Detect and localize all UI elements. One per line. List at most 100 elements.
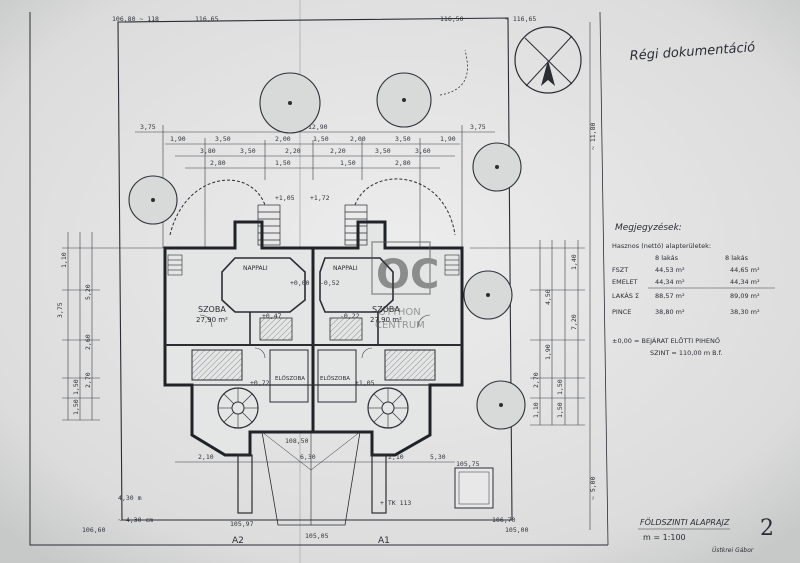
dim-label: 2,60: [84, 334, 92, 350]
notes-row-value: 44,53 m²: [655, 266, 685, 274]
watermark-line1: OTTHON: [378, 307, 421, 318]
dim-label: 3,75: [140, 123, 156, 131]
drawing-scale: m = 1:100: [643, 533, 686, 542]
dim-label: 1,50: [72, 399, 80, 415]
room-label-left-eloszoba: ELŐSZOBA: [275, 375, 305, 382]
entrance-label-a1: A1: [378, 536, 390, 546]
dim-label: 3,80: [200, 147, 216, 155]
watermark: OC OTTHON CENTRUM: [371, 241, 439, 331]
level-mark: +1,72: [310, 194, 330, 202]
dim-label: 1,10: [60, 252, 68, 268]
notes-row-value: 44,34 m²: [730, 278, 760, 286]
entrance-label-a2: A2: [232, 536, 244, 546]
bottom-dimensions: 2,10 6,30 2,10 5,30 4,30 m ~ 4,30 cm 106…: [82, 453, 529, 540]
dim-label: 2,80: [395, 159, 411, 167]
dim-label: 3,50: [240, 147, 256, 155]
dim-label: 3,60: [415, 147, 431, 155]
dim-label: 3,50: [215, 135, 231, 143]
right-dimension-column: 1,40 7,20 4,50 1,90 2,70 1,50 1,50 1,10: [470, 240, 585, 426]
dim-label: 3,75: [470, 123, 486, 131]
level-mark: 106,70: [492, 516, 516, 524]
level-plate-label: 105,75: [456, 460, 480, 468]
level-mark: +0,00: [290, 279, 310, 287]
left-dimension-column: 3,75 5,20 2,60 2,70 1,50 1,50 1,10: [56, 232, 165, 421]
corner-level-label: ~ 116,65: [505, 15, 536, 23]
watermark-line2: CENTRUM: [375, 320, 425, 331]
dim-label: 3,50: [395, 135, 411, 143]
level-mark: +0,47: [262, 312, 282, 320]
dim-label: 2,80: [210, 159, 226, 167]
dim-label: 3,75: [56, 302, 64, 318]
notes-row-value: 88,57 m²: [655, 292, 685, 300]
notes-row-label: LAKÁS Σ: [612, 291, 639, 300]
level-plate: 105,75: [454, 460, 494, 509]
room-label-right-nappali: NAPPALI: [333, 265, 358, 272]
level-mark: + TK 113: [380, 499, 411, 507]
notes-col-a: 8 lakás: [655, 254, 679, 262]
dim-label: 1,90: [440, 135, 456, 143]
corner-level-label: 106,80 ~ 118: [112, 15, 159, 23]
notes-row-value: 44,65 m²: [730, 266, 760, 274]
room-labels: SZOBA 27,90 m² NAPPALI ELŐSZOBA SZOBA 27…: [196, 265, 402, 382]
dim-label: 1,50: [340, 159, 356, 167]
entrance-paths: [237, 431, 387, 526]
level-mark: 105,05: [305, 532, 329, 540]
dim-label: 2,00: [350, 135, 366, 143]
outer-frame-right: [599, 11, 609, 546]
level-mark: 108,50: [285, 437, 309, 445]
dim-label: 1,10: [532, 402, 540, 418]
outer-frame: [29, 12, 608, 546]
room-label-right-szoba: SZOBA: [372, 305, 400, 314]
drawing-title: FÖLDSZINTI ALAPRAJZ: [640, 517, 730, 527]
dim-label: 2,20: [285, 147, 301, 155]
top-dimension-lines: [135, 125, 495, 248]
dim-label: 1,50: [275, 159, 291, 167]
dim-label: 2,10: [198, 453, 214, 461]
dim-label: ~ 11,80: [589, 123, 597, 150]
level-mark: -0,52: [320, 279, 340, 287]
dim-label: 2,20: [330, 147, 346, 155]
level-mark: 105,97: [230, 520, 254, 528]
notes-row-label: PINCE: [612, 308, 631, 316]
corner-level-label: 116,50: [440, 15, 464, 23]
notes-row-label: EMELET: [612, 278, 638, 286]
dim-label: 4,50: [544, 289, 552, 305]
dim-label: 3,50: [375, 147, 391, 155]
dim-label: 2,70: [532, 372, 540, 388]
dim-label: 1,90: [544, 344, 552, 360]
room-area-right: 27,90 m²: [370, 316, 402, 324]
dim-label: 1,50: [556, 379, 564, 395]
dim-label: 1,50: [556, 402, 564, 418]
notes-row-value: 38,80 m²: [655, 308, 685, 316]
level-mark: 105,00: [505, 526, 529, 534]
dim-label: 2,10: [388, 453, 404, 461]
dim-label: ~ 5,00: [589, 476, 597, 500]
notes-title: Megjegyzések:: [615, 222, 682, 233]
notes-subtitle: Hasznos (nettó) alapterületek:: [612, 242, 711, 250]
top-dimension-labels: 3,75 12,90 3,75 1,90 3,50 2,00 1,50 2,00…: [140, 123, 486, 167]
level-mark: +0,72: [250, 379, 270, 387]
dim-label: 2,70: [84, 372, 92, 388]
dim-label: ~ 4,30 cm: [118, 516, 153, 524]
notes-col-b: 8 lakás: [725, 254, 749, 262]
dim-label: 7,20: [570, 314, 578, 330]
corner-level-label: 116,65: [195, 15, 219, 23]
level-mark: +1,05: [275, 194, 295, 202]
notes-row-label: FSZT: [612, 266, 628, 274]
dim-label: 12,90: [308, 123, 328, 131]
sheet-number: 2: [760, 516, 774, 541]
dim-label: 1,50: [72, 379, 80, 395]
dim-label: 1,90: [170, 135, 186, 143]
level-mark: +1,05: [355, 379, 375, 387]
notes-row-value: 38,30 m²: [730, 308, 760, 316]
building-footprint: [163, 204, 464, 457]
north-arrow-icon: [514, 26, 582, 94]
level-mark: 106,60: [82, 526, 106, 534]
notes-footnote: SZINT = 110,00 m B.f.: [650, 349, 723, 357]
dim-label: 5,20: [84, 284, 92, 300]
notes-row-value: 44,34 m²: [655, 278, 685, 286]
room-label-left-szoba: SZOBA: [198, 305, 226, 314]
dim-label: 1,50: [313, 135, 329, 143]
